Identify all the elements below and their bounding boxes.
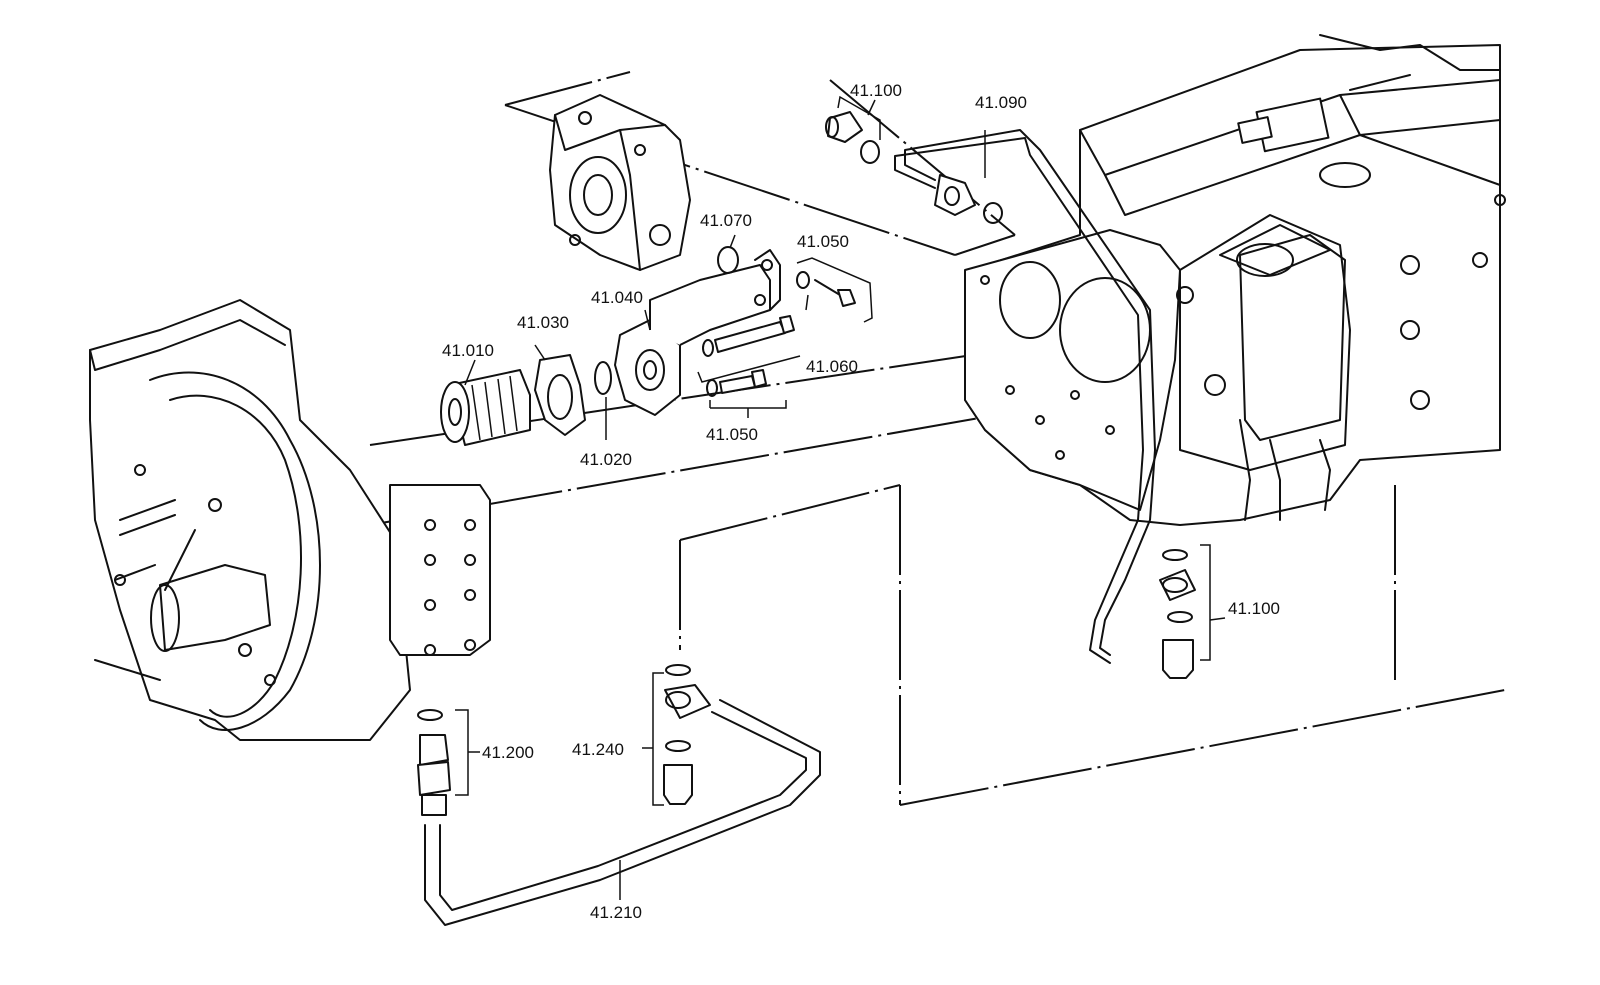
label-41050-bottom: 41.050 bbox=[706, 425, 758, 444]
fitting-41200 bbox=[417, 709, 480, 816]
label-41210: 41.210 bbox=[590, 903, 642, 922]
label-41100-top: 41.100 bbox=[850, 81, 902, 100]
oil-filter-41010 bbox=[440, 369, 531, 446]
pipe-41210 bbox=[424, 699, 821, 926]
label-41020: 41.020 bbox=[580, 450, 632, 469]
filter-head-41040 bbox=[614, 249, 781, 416]
pump-body bbox=[549, 94, 691, 271]
o-ring-41020 bbox=[594, 361, 612, 395]
banjo-bolt-41100-right bbox=[1159, 544, 1226, 679]
label-41010: 41.010 bbox=[442, 341, 494, 360]
label-41090: 41.090 bbox=[975, 93, 1027, 112]
transmission-housing bbox=[964, 34, 1506, 526]
label-41100-right: 41.100 bbox=[1228, 599, 1280, 618]
label-41060: 41.060 bbox=[806, 357, 858, 376]
pipe-41090 bbox=[894, 129, 1156, 664]
bolts-41050-41060 bbox=[702, 271, 856, 397]
callout-brackets bbox=[697, 257, 873, 418]
label-41030: 41.030 bbox=[517, 313, 569, 332]
banjo-bolt-41100-top bbox=[825, 95, 881, 164]
gasket-41030 bbox=[534, 354, 586, 436]
label-41070: 41.070 bbox=[700, 211, 752, 230]
o-ring-41070 bbox=[717, 246, 739, 274]
label-41050-top: 41.050 bbox=[797, 232, 849, 251]
label-41240: 41.240 bbox=[572, 740, 624, 759]
part-labels: 41.100 41.090 41.070 41.050 41.040 41.03… bbox=[442, 81, 1280, 922]
callout-leaders bbox=[464, 99, 876, 900]
flywheel-housing bbox=[89, 299, 491, 741]
label-41040: 41.040 bbox=[591, 288, 643, 307]
banjo-bolt-41240 bbox=[642, 664, 711, 806]
label-41200: 41.200 bbox=[482, 743, 534, 762]
